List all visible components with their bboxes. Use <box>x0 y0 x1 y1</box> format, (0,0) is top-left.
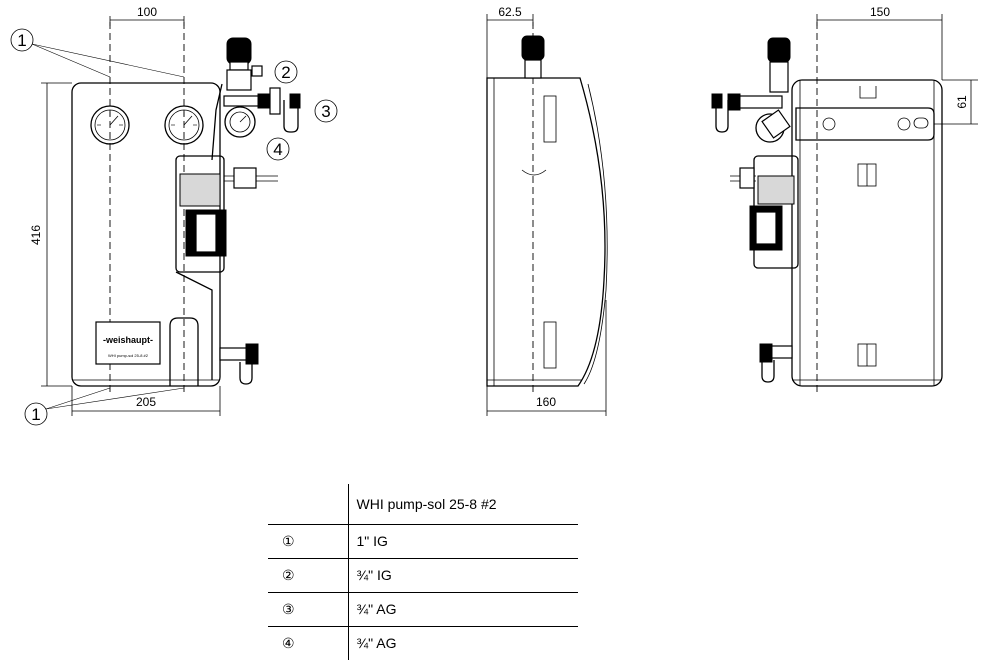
rear-view: 150 61 <box>711 5 978 396</box>
technical-drawing: -weishaupt- WHI pump-sol 25-8 #2 <box>10 5 978 426</box>
connection-legend-table: WHI pump-sol 25-8 #2 ① 1" IG ② ¾" IG ③ ¾… <box>268 484 578 660</box>
dim-side-depth: 160 <box>536 395 556 409</box>
manometer <box>224 106 256 138</box>
dim-rear-offset: 61 <box>955 95 969 109</box>
side-housing <box>486 77 606 387</box>
side-view: 62.5 160 <box>486 5 608 416</box>
safety-valve <box>226 37 263 91</box>
legend-symbol: ① <box>268 523 349 558</box>
legend-symbol: ③ <box>268 591 349 626</box>
dim-side-offset: 62.5 <box>498 5 522 19</box>
connection-valve-3 <box>223 87 301 133</box>
legend-header-row: WHI pump-sol 25-8 #2 <box>268 484 578 524</box>
legend-row: ② ¾" IG <box>268 557 578 592</box>
dim-rear-width: 150 <box>870 5 890 19</box>
legend-symbol: ② <box>268 557 349 592</box>
legend-value: ¾" AG <box>348 625 578 660</box>
callout-1-bottom: 1 <box>31 405 40 424</box>
callout-1-top: 1 <box>17 31 26 50</box>
front-view: -weishaupt- WHI pump-sol 25-8 #2 <box>10 5 338 426</box>
dim-front-height: 416 <box>29 225 43 245</box>
nameplate-brand: -weishaupt- <box>103 335 153 345</box>
rear-housing <box>791 79 943 387</box>
legend-row: ① 1" IG <box>268 523 578 558</box>
legend-symbol: ④ <box>268 625 349 660</box>
dim-front-width-bottom: 205 <box>136 395 156 409</box>
legend-row: ③ ¾" AG <box>268 591 578 626</box>
legend-value: ¾" AG <box>348 591 578 626</box>
legend-header-empty <box>268 484 349 524</box>
legend-value: ¾" IG <box>348 557 578 592</box>
legend-value: 1" IG <box>348 523 578 558</box>
legend-row: ④ ¾" AG <box>268 625 578 660</box>
dim-front-width-top: 100 <box>137 5 157 19</box>
callout-4: 4 <box>273 140 282 159</box>
legend-header: WHI pump-sol 25-8 #2 <box>356 495 497 512</box>
bottom-valve <box>219 343 259 385</box>
nameplate: -weishaupt- WHI pump-sol 25-8 #2 <box>95 321 161 365</box>
callout-2: 2 <box>281 63 290 82</box>
callout-3: 3 <box>321 102 330 121</box>
nameplate-model: WHI pump-sol 25-8 #2 <box>108 353 149 358</box>
